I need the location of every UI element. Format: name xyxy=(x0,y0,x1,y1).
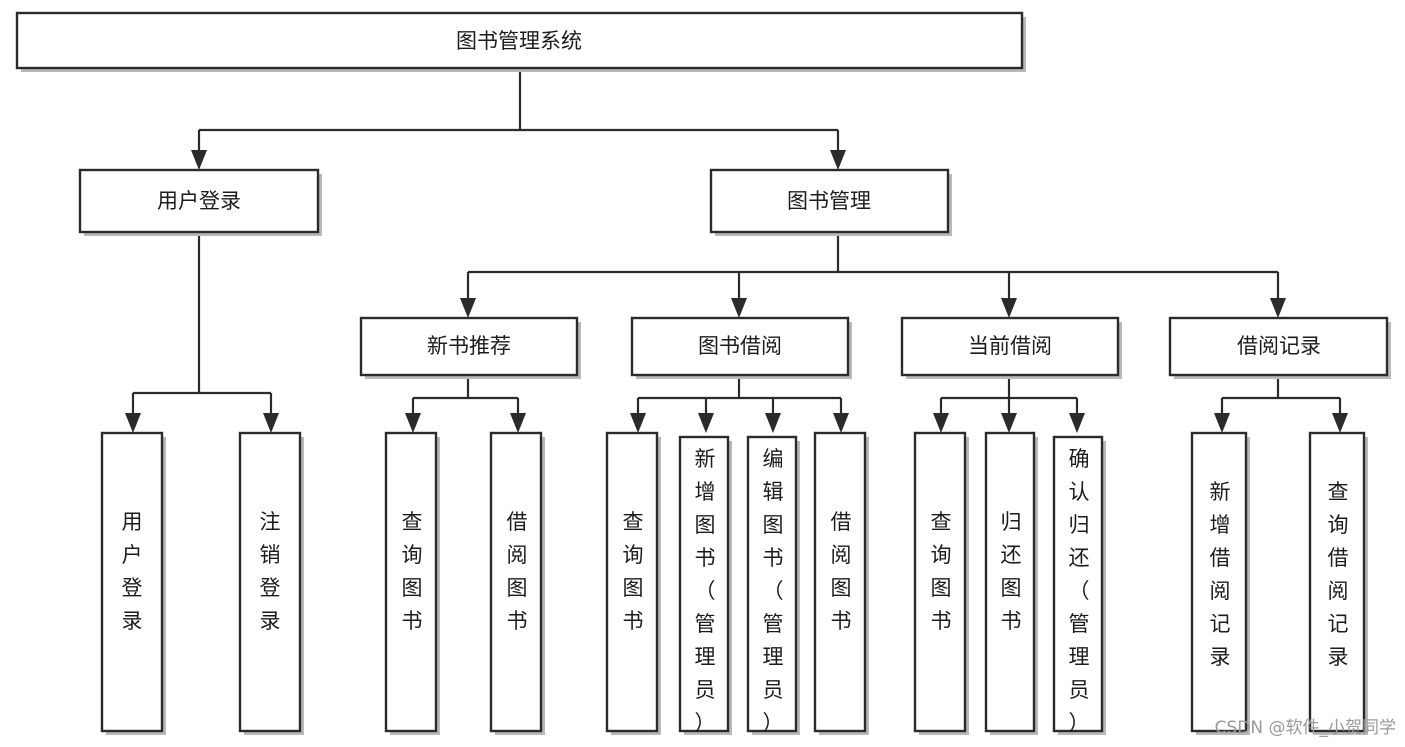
node-root-box[interactable] xyxy=(15,11,1024,70)
arrow-head-leaf-borrow-book-2 xyxy=(833,413,849,433)
node-leaf-query-book-1-label: 查询图书 xyxy=(402,510,423,633)
node-leaf-edit-book[interactable]: 编辑图书（管理员） xyxy=(746,435,800,735)
arrow-head-leaf-return-book xyxy=(1001,413,1017,433)
arrow-head-leaf-borrow-book-1 xyxy=(510,413,526,433)
node-leaf-query-record-box[interactable] xyxy=(1308,431,1366,733)
node-new-book-recommend[interactable]: 新书推荐 xyxy=(359,316,581,379)
node-leaf-edit-book-label: 编辑图书（管理员） xyxy=(763,447,784,735)
node-root[interactable]: 图书管理系统 xyxy=(15,11,1026,72)
node-book-management-box[interactable] xyxy=(709,168,950,234)
arrow-head-user-login xyxy=(191,150,207,170)
node-leaf-borrow-book-2[interactable]: 借阅图书 xyxy=(813,431,869,735)
node-user-login[interactable]: 用户登录 xyxy=(78,168,322,236)
node-borrow-record-label: 借阅记录 xyxy=(1237,334,1321,358)
arrow-head-leaf-confirm-return xyxy=(1069,413,1085,433)
node-leaf-query-record-label: 查询借阅记录 xyxy=(1328,480,1349,669)
node-leaf-borrow-book-2-box[interactable] xyxy=(813,431,867,733)
arrow-head-borrow-record xyxy=(1270,298,1286,318)
node-book-borrow-label: 图书借阅 xyxy=(698,334,782,358)
arrow-head-leaf-add-record xyxy=(1214,413,1230,433)
node-leaf-add-record-box[interactable] xyxy=(1190,431,1248,733)
node-book-borrow-box[interactable] xyxy=(630,316,850,377)
node-leaf-return-book-box[interactable] xyxy=(984,431,1036,733)
arrow-head-leaf-user-login xyxy=(125,413,141,433)
node-leaf-borrow-book-1-box[interactable] xyxy=(489,431,543,733)
arrow-head-book-borrow xyxy=(731,298,747,318)
node-leaf-add-book-label: 新增图书（管理员） xyxy=(695,447,716,735)
node-leaf-user-logout-box[interactable] xyxy=(238,431,302,733)
node-leaf-user-login-box[interactable] xyxy=(100,431,164,733)
node-leaf-query-book-3-label: 查询图书 xyxy=(931,510,952,633)
node-leaf-query-book-3-box[interactable] xyxy=(913,431,967,733)
node-borrow-record[interactable]: 借阅记录 xyxy=(1168,316,1391,379)
node-book-borrow[interactable]: 图书借阅 xyxy=(630,316,852,379)
node-leaf-query-book-2-box[interactable] xyxy=(605,431,659,733)
node-leaf-borrow-book-1-label: 借阅图书 xyxy=(507,510,528,633)
node-root-label: 图书管理系统 xyxy=(456,29,582,53)
node-leaf-add-record[interactable]: 新增借阅记录 xyxy=(1190,431,1250,735)
node-user-login-label: 用户登录 xyxy=(157,189,241,213)
node-leaf-query-book-3[interactable]: 查询图书 xyxy=(913,431,969,735)
node-leaf-borrow-book-1[interactable]: 借阅图书 xyxy=(489,431,545,735)
arrow-head-leaf-query-record xyxy=(1332,413,1348,433)
arrow-head-leaf-query-book-3 xyxy=(933,413,949,433)
node-leaf-query-book-2-label: 查询图书 xyxy=(623,510,644,633)
node-leaf-confirm-return-box[interactable] xyxy=(1052,435,1104,733)
node-leaf-query-book-1-box[interactable] xyxy=(384,431,438,733)
node-leaf-add-book[interactable]: 新增图书（管理员） xyxy=(678,435,732,735)
node-leaf-query-record[interactable]: 查询借阅记录 xyxy=(1308,431,1368,735)
node-leaf-user-login-label: 用户登录 xyxy=(122,510,143,633)
arrow-head-current-borrow xyxy=(1001,298,1017,318)
arrow-head-leaf-query-book-2 xyxy=(630,413,646,433)
connector-layer xyxy=(125,68,1348,433)
arrow-head-leaf-user-logout xyxy=(263,413,279,433)
arrow-head-leaf-query-book-1 xyxy=(405,413,421,433)
node-leaf-user-logout-label: 注销登录 xyxy=(260,510,281,633)
node-current-borrow[interactable]: 当前借阅 xyxy=(900,316,1122,379)
node-leaf-user-login[interactable]: 用户登录 xyxy=(100,431,166,735)
node-leaf-query-book-1[interactable]: 查询图书 xyxy=(384,431,440,735)
node-leaf-add-record-label: 新增借阅记录 xyxy=(1210,480,1231,669)
arrow-head-leaf-edit-book xyxy=(765,413,781,433)
node-current-borrow-box[interactable] xyxy=(900,316,1120,377)
node-leaf-query-book-2[interactable]: 查询图书 xyxy=(605,431,661,735)
node-leaf-add-book-box[interactable] xyxy=(678,435,730,733)
node-leaf-return-book[interactable]: 归还图书 xyxy=(984,431,1038,735)
arrow-head-leaf-add-book xyxy=(698,413,714,433)
node-user-login-box[interactable] xyxy=(78,168,320,234)
node-current-borrow-label: 当前借阅 xyxy=(968,334,1052,358)
node-leaf-confirm-return[interactable]: 确认归还（管理员） xyxy=(1052,435,1106,735)
node-leaf-return-book-label: 归还图书 xyxy=(1001,510,1022,633)
csdn-watermark: CSDN @软件_小贺同学 xyxy=(1215,718,1396,738)
node-leaf-borrow-book-2-label: 借阅图书 xyxy=(831,510,852,633)
node-borrow-record-box[interactable] xyxy=(1168,316,1389,377)
node-leaf-edit-book-box[interactable] xyxy=(746,435,798,733)
node-leaf-user-logout[interactable]: 注销登录 xyxy=(238,431,304,735)
node-new-book-recommend-label: 新书推荐 xyxy=(427,334,511,358)
arrow-head-new-book-recommend xyxy=(460,298,476,318)
arrow-head-book-management xyxy=(830,150,846,170)
node-book-management-label: 图书管理 xyxy=(787,189,871,213)
node-new-book-recommend-box[interactable] xyxy=(359,316,579,377)
node-book-management[interactable]: 图书管理 xyxy=(709,168,952,236)
node-leaf-confirm-return-label: 确认归还（管理员） xyxy=(1069,447,1090,735)
